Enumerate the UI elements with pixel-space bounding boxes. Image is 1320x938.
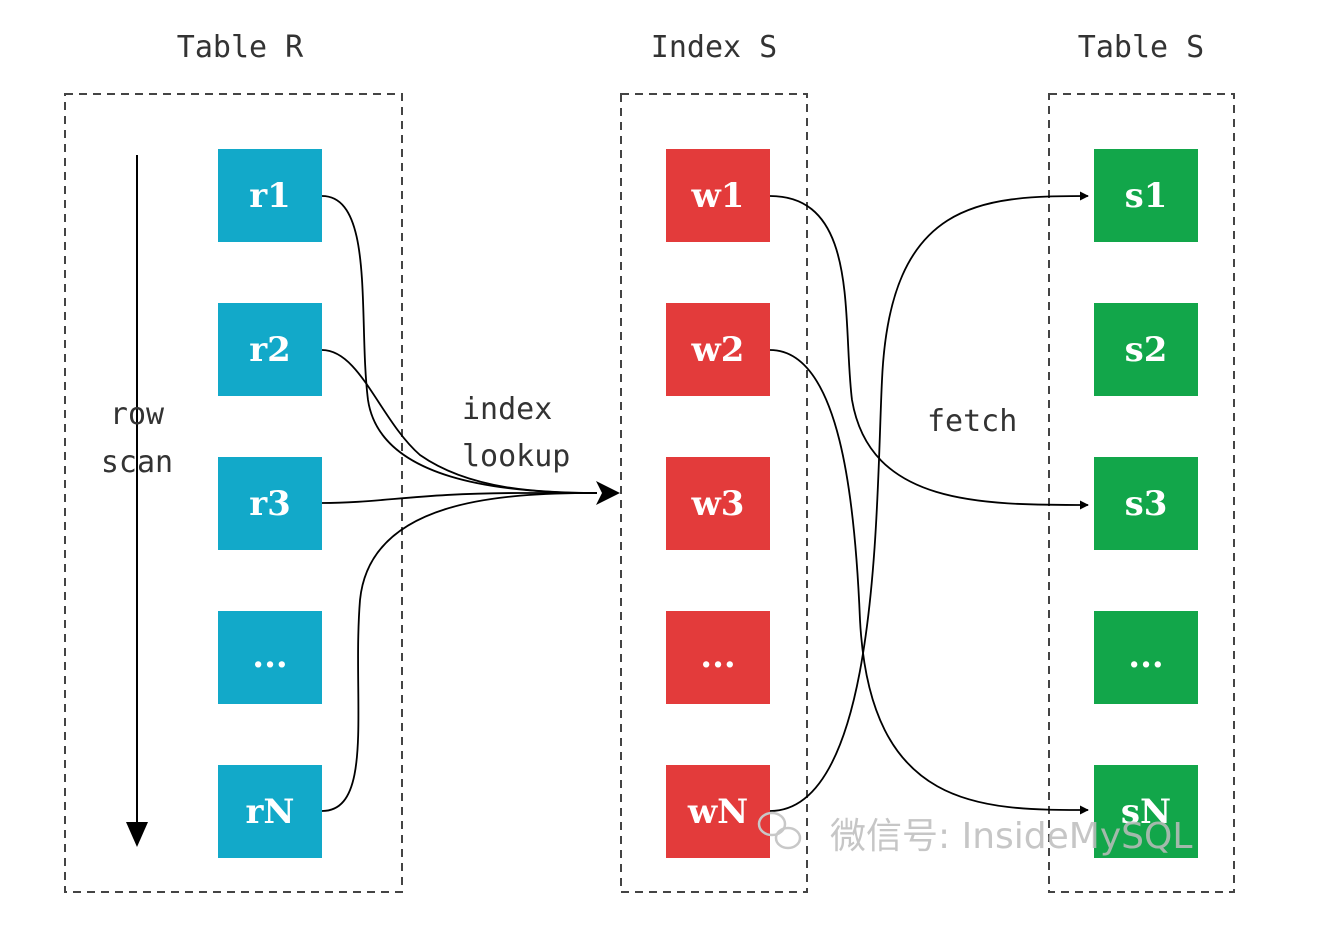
index-s-node-n: wN bbox=[666, 765, 770, 858]
fetch-connector-w1-s3 bbox=[769, 195, 1089, 510]
lookup-connector-rn bbox=[321, 492, 598, 812]
table-r-node-2-label: r2 bbox=[249, 330, 291, 370]
index-lookup-label-line2: lookup bbox=[462, 439, 570, 474]
row-scan-arrowhead bbox=[126, 822, 148, 847]
lookup-arrowhead bbox=[596, 481, 620, 505]
index-s-node-ellipsis-label: ... bbox=[700, 636, 736, 676]
index-s-panel bbox=[620, 93, 808, 893]
table-r-panel bbox=[64, 93, 403, 893]
table-s-node-2-label: s2 bbox=[1125, 330, 1168, 370]
index-s-title: Index S bbox=[651, 30, 777, 65]
table-s-node-3-label: s3 bbox=[1125, 484, 1168, 524]
fetch-label: fetch bbox=[927, 404, 1017, 439]
table-r-node-ellipsis-label: ... bbox=[252, 636, 288, 676]
table-r-node-n: rN bbox=[218, 765, 322, 858]
index-s-node-2-label: w2 bbox=[691, 330, 745, 370]
table-s-node-n-label: sN bbox=[1121, 792, 1171, 832]
index-s-node-ellipsis: ... bbox=[666, 611, 770, 704]
index-s-node-3-label: w3 bbox=[691, 484, 745, 524]
table-s-node-3: s3 bbox=[1094, 457, 1198, 550]
table-r-node-1: r1 bbox=[218, 149, 322, 242]
table-r-node-3: r3 bbox=[218, 457, 322, 550]
row-scan-label-line1: row bbox=[110, 397, 165, 432]
table-r-node-n-label: rN bbox=[246, 792, 295, 832]
table-s-node-2: s2 bbox=[1094, 303, 1198, 396]
index-s-node-2: w2 bbox=[666, 303, 770, 396]
watermark-text: 微信号: InsideMySQL bbox=[830, 816, 1192, 857]
table-s-title: Table S bbox=[1078, 30, 1204, 65]
wechat-icon bbox=[757, 811, 802, 850]
index-s-node-3: w3 bbox=[666, 457, 770, 550]
table-r-title: Table R bbox=[177, 30, 304, 65]
row-scan-label-line2: scan bbox=[101, 445, 173, 480]
table-s-node-n: sN bbox=[1094, 765, 1198, 858]
fetch-connector-wn-s1 bbox=[769, 191, 1089, 812]
table-r-node-1-label: r1 bbox=[249, 176, 291, 216]
index-s-node-1: w1 bbox=[666, 149, 770, 242]
index-s-node-1-label: w1 bbox=[691, 176, 745, 216]
table-r-node-3-label: r3 bbox=[249, 484, 291, 524]
watermark: 微信号: InsideMySQL bbox=[757, 811, 1192, 857]
table-s-node-1: s1 bbox=[1094, 149, 1198, 242]
fetch-connector-w2-sn bbox=[769, 349, 1089, 815]
index-lookup-label-line1: index bbox=[462, 392, 552, 427]
table-r-node-2: r2 bbox=[218, 303, 322, 396]
lookup-connector-r2 bbox=[321, 349, 598, 494]
index-s-node-n-label: wN bbox=[687, 792, 748, 832]
table-s-node-1-label: s1 bbox=[1125, 176, 1168, 216]
table-r-node-ellipsis: ... bbox=[218, 611, 322, 704]
table-s-node-ellipsis: ... bbox=[1094, 611, 1198, 704]
table-s-node-ellipsis-label: ... bbox=[1128, 636, 1164, 676]
